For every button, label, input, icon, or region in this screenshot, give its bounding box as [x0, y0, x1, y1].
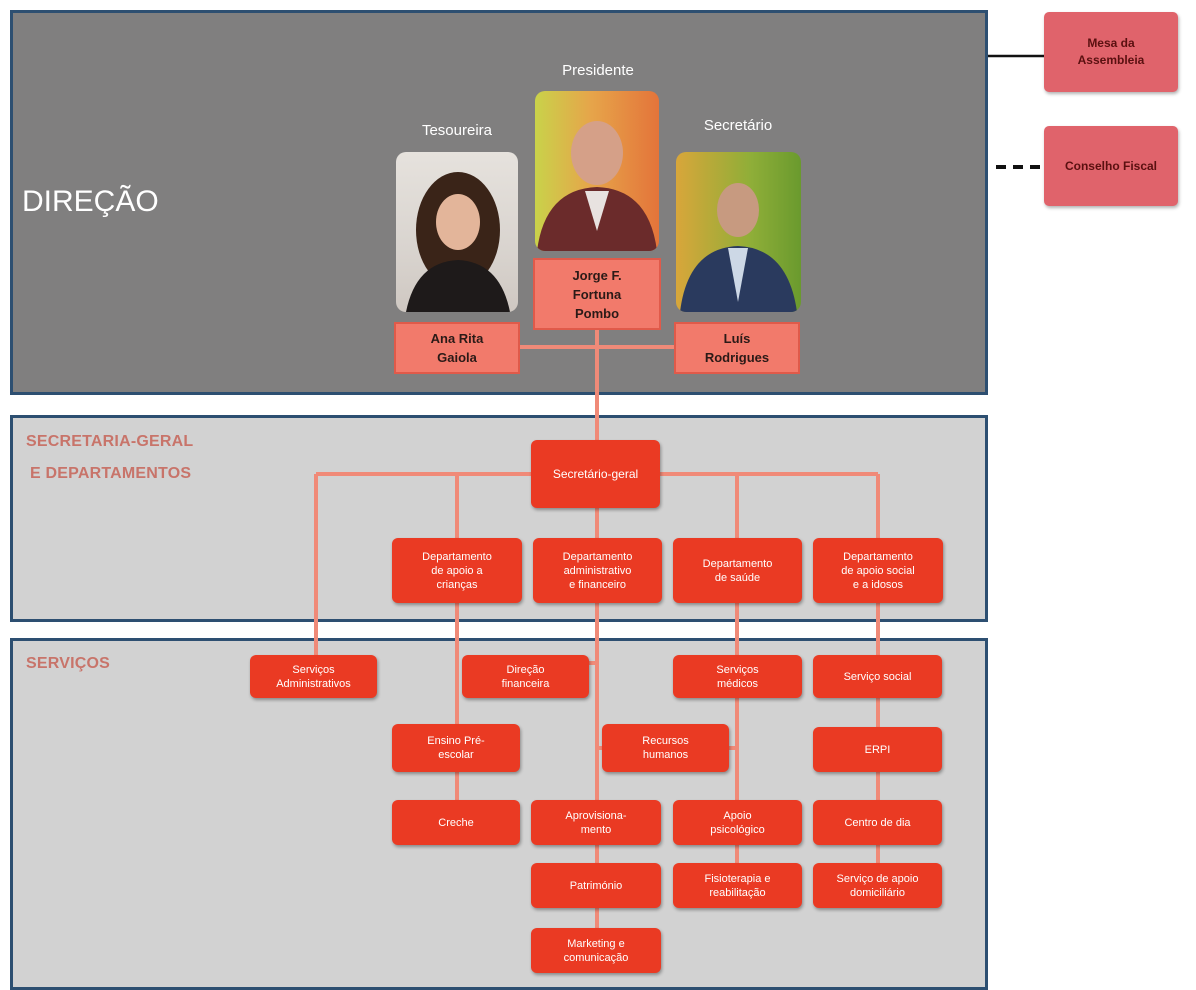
dept-social-box: Departamento de apoio social e a idosos: [813, 538, 943, 603]
marketing-box: Marketing e comunicação: [531, 928, 661, 973]
aprovisionamento-box: Aprovisiona- mento: [531, 800, 661, 845]
creche-box: Creche: [392, 800, 520, 845]
secretary-role: Secretário: [703, 117, 773, 134]
president-role: Presidente: [562, 62, 634, 79]
secretary-photo: [676, 152, 801, 312]
apoio-domiciliario-box: Serviço de apoio domiciliário: [813, 863, 942, 908]
erpi-box: ERPI: [813, 727, 942, 772]
secretary-name-box: Luís Rodrigues: [674, 322, 800, 374]
conselho-fiscal-box: Conselho Fiscal: [1044, 126, 1178, 206]
centro-de-dia-box: Centro de dia: [813, 800, 942, 845]
mesa-da-assembleia-box: Mesa da Assembleia: [1044, 12, 1178, 92]
direcao-financeira-box: Direção financeira: [462, 655, 589, 698]
president-photo: [535, 91, 659, 251]
secretario-geral-box: Secretário-geral: [531, 440, 660, 508]
servicos-administrativos-box: Serviços Administrativos: [250, 655, 377, 698]
dept-administrativo-box: Departamento administrativo e financeiro: [533, 538, 662, 603]
recursos-humanos-box: Recursos humanos: [602, 724, 729, 772]
dept-criancas-box: Departamento de apoio a crianças: [392, 538, 522, 603]
servicos-medicos-box: Serviços médicos: [673, 655, 802, 698]
servico-social-box: Serviço social: [813, 655, 942, 698]
secretaria-label-line1: SECRETARIA-GERAL: [26, 433, 194, 450]
president-name-box: Jorge F. Fortuna Pombo: [533, 258, 661, 330]
apoio-psicologico-box: Apoio psicológico: [673, 800, 802, 845]
treasurer-name-box: Ana Rita Gaiola: [394, 322, 520, 374]
direcao-label: DIREÇÃO: [22, 185, 159, 218]
patrimonio-box: Património: [531, 863, 661, 908]
treasurer-role: Tesoureira: [421, 122, 493, 139]
servicos-label: SERVIÇOS: [26, 655, 110, 672]
dept-saude-box: Departamento de saúde: [673, 538, 802, 603]
fisioterapia-box: Fisioterapia e reabilitação: [673, 863, 802, 908]
ensino-pre-escolar-box: Ensino Pré- escolar: [392, 724, 520, 772]
treasurer-photo: [396, 152, 518, 312]
secretaria-label-line2: E DEPARTAMENTOS: [30, 465, 192, 482]
